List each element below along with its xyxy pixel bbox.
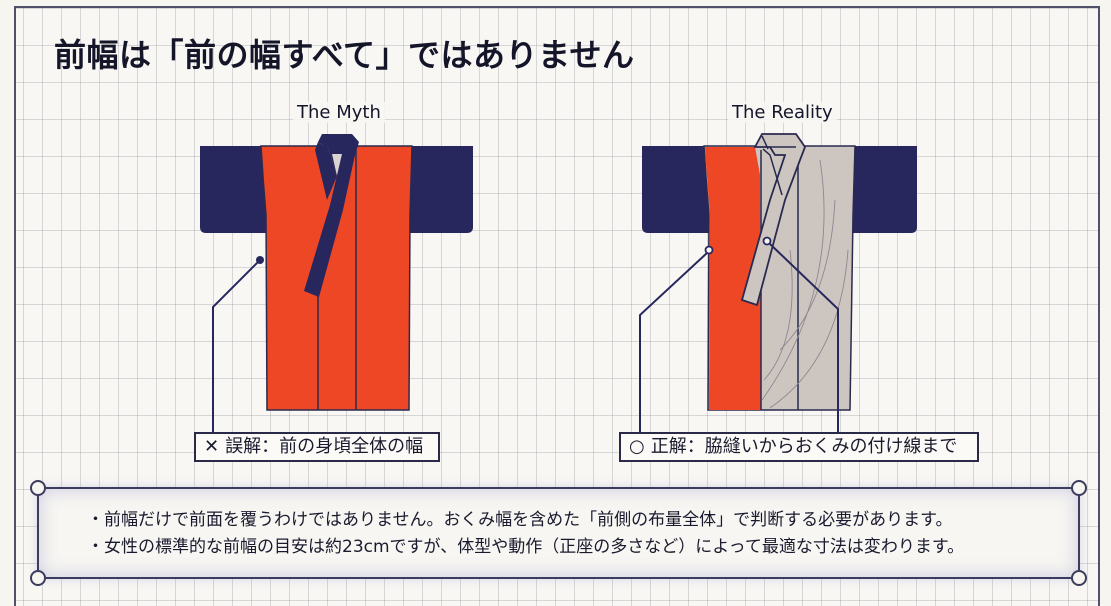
- note-item: ・女性の標準的な前幅の目安は約23cmですが、体型や動作（正座の多さなど）によっ…: [87, 537, 965, 557]
- reality-label: ○ 正解：脇縫いからおくみの付け線まで: [619, 432, 979, 462]
- reality-right-sleeve: [850, 146, 917, 233]
- note-item: ・前幅だけで前面を覆うわけではありません。おくみ幅を含めた「前側の布量全体」で判…: [87, 510, 953, 530]
- reality-left-sleeve: [642, 146, 712, 233]
- reality-kimono: [642, 133, 917, 411]
- reality-label-text: 正解：脇縫いからおくみの付け線まで: [650, 436, 958, 457]
- myth-left-sleeve: [200, 146, 268, 233]
- myth-collar: [304, 134, 359, 297]
- myth-right-sleeve: [404, 146, 473, 233]
- note-box: ・前幅だけで前面を覆うわけではありません。おくみ幅を含めた「前側の布量全体」で判…: [30, 480, 1087, 586]
- corner-notch: [1071, 480, 1087, 496]
- corner-notch: [30, 480, 46, 496]
- myth-caption: The Myth: [293, 102, 385, 123]
- page-title: 前幅は「前の幅すべて」ではありません: [54, 36, 635, 74]
- corner-notch: [30, 570, 46, 586]
- circle-icon: ○: [629, 436, 645, 457]
- myth-label: ✕ 誤解：前の身頃全体の幅: [194, 432, 440, 462]
- reality-maehaba-highlight: [705, 147, 761, 410]
- myth-label-text: 誤解：前の身頃全体の幅: [225, 436, 424, 457]
- corner-notch: [1071, 570, 1087, 586]
- myth-body: [260, 145, 413, 411]
- cross-icon: ✕: [204, 436, 220, 457]
- reality-leader-lines: [639, 236, 839, 432]
- myth-kimono: [200, 134, 473, 411]
- myth-leader-line: [212, 256, 264, 432]
- reality-collar: [740, 133, 807, 307]
- reality-caption: The Reality: [728, 102, 837, 123]
